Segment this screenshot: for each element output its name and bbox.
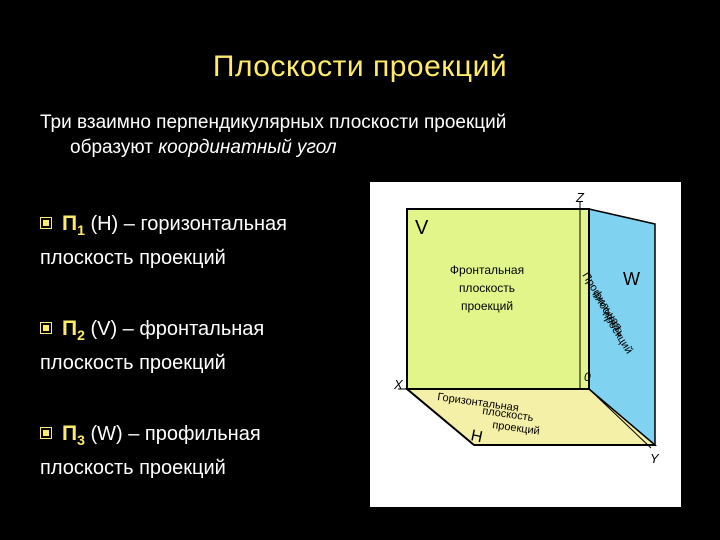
plane-description-line-2: плоскость проекций — [40, 457, 226, 480]
horizontal-front-edge — [406, 388, 475, 446]
intro-text: Три взаимно перпендикулярных плоскости п… — [40, 110, 680, 160]
plane-description-line-2: плоскость проекций — [40, 247, 226, 270]
intro-line-2: образуют координатный угол — [40, 135, 680, 160]
front-plane-text-3: проекций — [461, 299, 513, 313]
plane-w-label: W — [623, 269, 640, 289]
intro-term: координатный угол — [158, 137, 337, 158]
axis-x-label: X — [393, 377, 404, 392]
plane-description: (W) – профильная — [84, 423, 261, 445]
plane-description: (V) – фронтальная — [84, 318, 265, 340]
origin-label: 0 — [584, 370, 591, 384]
bullet-icon — [40, 427, 52, 439]
plane-symbol: П1 — [62, 212, 85, 239]
list-item-horizontal-plane: П1 (H) – горизонтальная плоскость проекц… — [40, 210, 370, 272]
bullet-icon — [40, 322, 52, 334]
intro-line-1: Три взаимно перпендикулярных плоскости п… — [40, 112, 507, 133]
axis-y-line — [588, 388, 652, 449]
slide-title: Плоскости проекций — [212, 50, 508, 83]
plane-symbol: П2 — [62, 317, 85, 344]
front-plane-text-2: плоскость — [459, 281, 515, 295]
bullet-icon — [40, 217, 52, 229]
diagram-svg: Z X Y 0 V W H Фронтальная плоскость прое… — [393, 190, 660, 466]
list-item-profile-plane: П3 (W) – профильная плоскость проекций — [40, 420, 370, 482]
axis-z-label: Z — [575, 190, 585, 205]
plane-v-label: V — [415, 217, 429, 239]
plane-description: (H) – горизонтальная — [84, 213, 287, 235]
projection-planes-diagram: Z X Y 0 V W H Фронтальная плоскость прое… — [370, 182, 681, 507]
plane-h-label: H — [469, 427, 484, 446]
frontal-plane — [406, 208, 590, 390]
list-item-frontal-plane: П2 (V) – фронтальная плоскость проекций — [40, 315, 370, 377]
plane-description-line-2: плоскость проекций — [40, 352, 226, 375]
front-plane-text-1: Фронтальная — [450, 263, 524, 277]
intro-line-2-prefix: образуют — [70, 137, 159, 158]
plane-symbol: П3 — [62, 422, 85, 449]
axis-y-label: Y — [650, 451, 660, 466]
